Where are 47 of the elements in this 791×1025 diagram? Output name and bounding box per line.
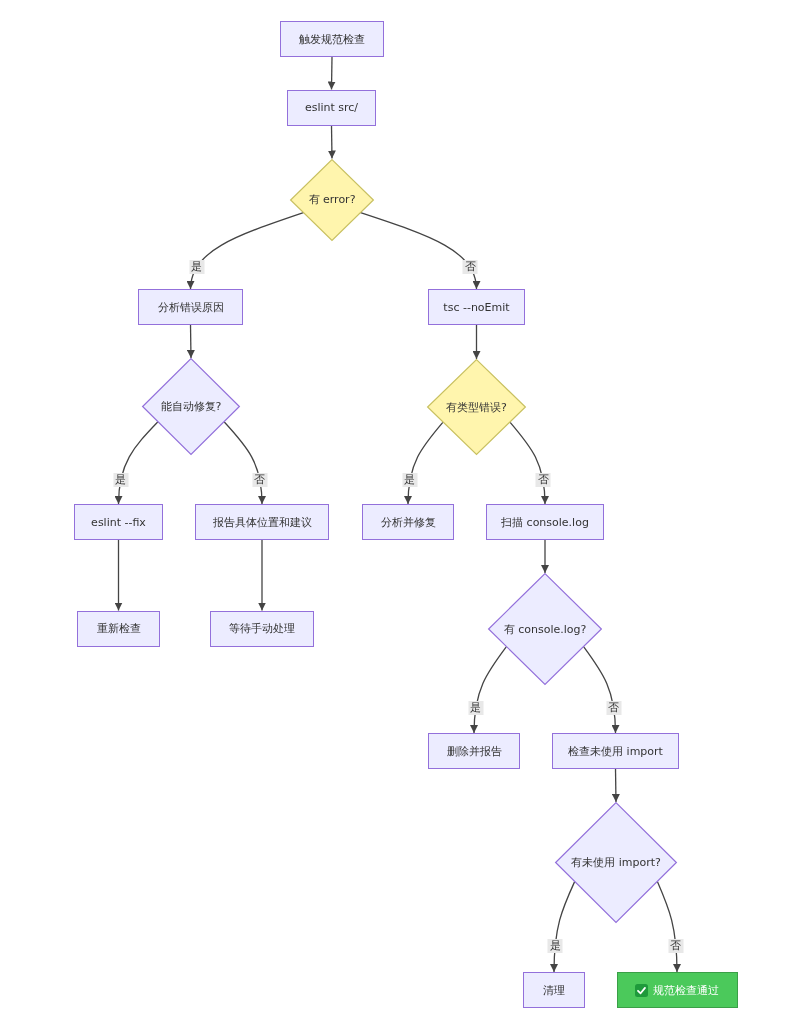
arrow	[187, 211, 305, 290]
decision-diamond: 有 console.log?	[488, 573, 602, 685]
arrow	[327, 56, 336, 91]
arrow	[114, 539, 123, 612]
process-box: 分析并修复	[362, 504, 454, 540]
arrow	[258, 539, 266, 612]
process-box: eslint --fix	[74, 504, 163, 540]
arrow	[509, 421, 549, 505]
edge-label: 是	[547, 938, 563, 953]
edge-label: 是	[402, 473, 418, 488]
decision-diamond: 有 error?	[290, 158, 374, 241]
process-box: eslint src/	[287, 89, 376, 126]
process-box: 重新检查	[77, 610, 160, 647]
arrow	[114, 421, 159, 505]
arrow	[186, 324, 195, 359]
process-box: 分析错误原因	[138, 289, 243, 325]
edge-label: 否	[535, 473, 551, 488]
process-box: tsc --noEmit	[428, 289, 525, 325]
process-box: 删除并报告	[428, 733, 520, 769]
arrow	[541, 539, 549, 574]
arrow	[656, 881, 681, 973]
decision-diamond: 有类型错误?	[427, 359, 526, 455]
step-label: 规范检查通过	[653, 982, 719, 998]
process-box: 等待手动处理	[210, 610, 314, 647]
process-box: 报告具体位置和建议	[195, 504, 329, 540]
edge-label: 是	[189, 259, 205, 274]
arrow	[470, 646, 507, 734]
arrow	[359, 211, 480, 290]
process-box: 检查未使用 import	[552, 733, 679, 769]
arrow	[583, 646, 620, 734]
edge-label: 否	[462, 259, 478, 274]
process-box	[616, 972, 738, 1008]
edge-label: 否	[668, 938, 684, 953]
edge-label: 否	[606, 700, 622, 715]
arrow	[472, 324, 481, 360]
edge-label: 否	[252, 473, 268, 488]
arrow	[550, 881, 576, 973]
arrow	[611, 768, 620, 803]
arrow	[404, 421, 444, 505]
process-box: 清理	[523, 972, 585, 1008]
decision-diamond: 能自动修复?	[142, 358, 240, 455]
process-box: 扫描 console.log	[486, 504, 604, 540]
process-box: 触发规范检查	[280, 21, 384, 57]
edge-label: 是	[468, 700, 484, 715]
decision-diamond: 有未使用 import?	[555, 802, 677, 923]
edge-label: 是	[113, 473, 129, 488]
arrow	[327, 124, 336, 160]
